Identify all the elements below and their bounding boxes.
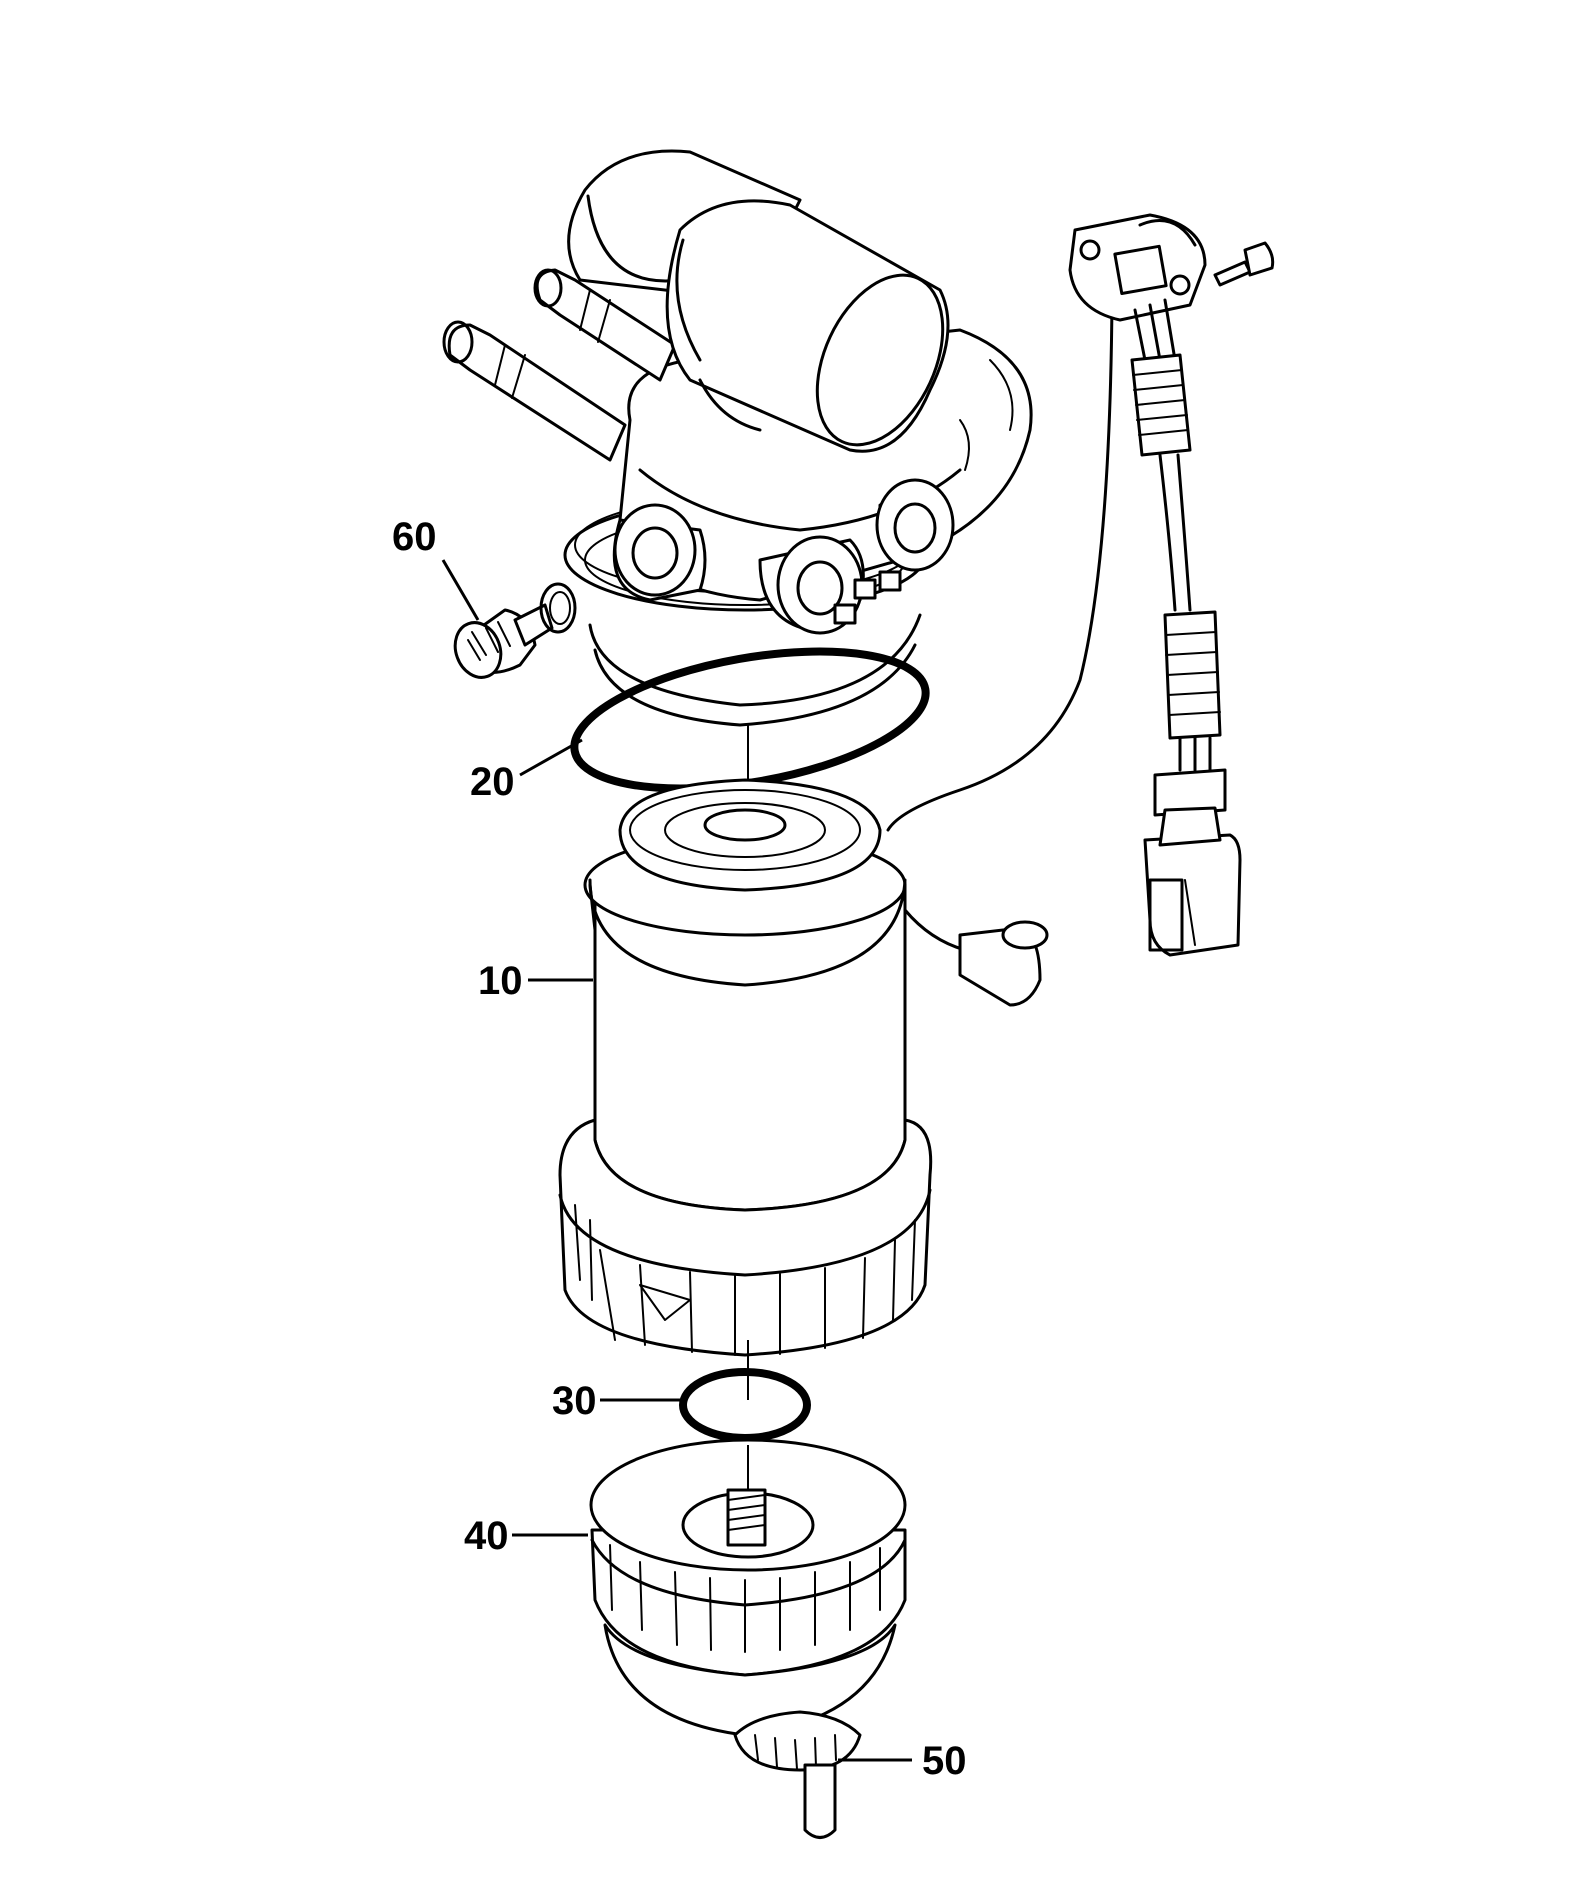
callout-20: 20 (470, 760, 515, 804)
head-front-cylinder (665, 199, 950, 453)
harness-connector (1143, 768, 1242, 957)
callout-leaders (441, 559, 912, 1762)
filter-cartridge-10 (583, 778, 907, 1212)
water-bowl-40 (589, 1438, 907, 1737)
filter-head-assembly (442, 149, 1033, 727)
sealing-washer (539, 582, 577, 634)
callout-50: 50 (922, 1739, 967, 1783)
head-terminals (833, 570, 902, 625)
head-lower-ring (588, 613, 922, 727)
callout-10: 10 (478, 959, 523, 1003)
filter-collar (558, 1118, 933, 1357)
fuel-line-pipes (442, 268, 677, 462)
wiring-harness (886, 298, 1114, 1007)
leader-20 (519, 738, 583, 777)
sensor-flange-bracket (1068, 213, 1207, 322)
callout-labels: 60 20 10 30 40 50 (392, 515, 967, 1783)
harness-wires (1130, 298, 1222, 772)
callout-30: 30 (552, 1379, 597, 1423)
callout-40: 40 (464, 1514, 509, 1558)
bleed-screw-60 (453, 603, 554, 679)
callout-60: 60 (392, 515, 437, 559)
o-ring-30 (679, 1368, 811, 1442)
leader-60 (441, 559, 480, 621)
mounting-bolt (1213, 241, 1275, 287)
drain-plug-50 (733, 1710, 862, 1839)
